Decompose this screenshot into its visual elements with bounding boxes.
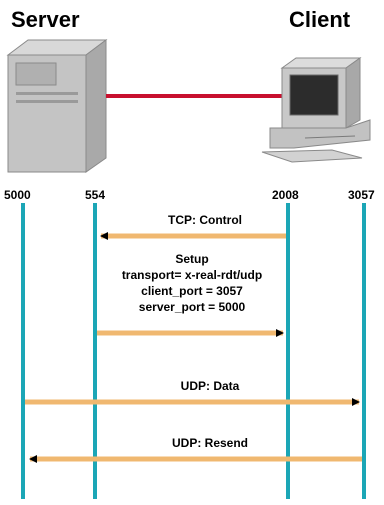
server-title: Server [11, 7, 80, 32]
setup-transport: transport= x-real-rdt/udp [121, 268, 263, 282]
lifeline-3057 [362, 203, 366, 499]
lifeline-2008 [286, 203, 290, 499]
server-tower-icon [6, 39, 108, 173]
tcp-control-label: TCP: Control [168, 213, 242, 227]
setup-title: Setup [175, 252, 209, 266]
port-label-2008: 2008 [272, 188, 299, 202]
port-label-554: 554 [85, 188, 106, 202]
port-label-3057: 3057 [348, 188, 375, 202]
udp-resend-label: UDP: Resend [171, 436, 248, 450]
port-label-5000: 5000 [4, 188, 31, 202]
setup-label-block: Setup transport= x-real-rdt/udp client_p… [98, 251, 286, 315]
client-computer-icon [261, 57, 371, 163]
lifeline-554 [93, 203, 97, 499]
setup-server-port: server_port = 5000 [138, 300, 246, 314]
client-title: Client [289, 7, 351, 32]
udp-data-label: UDP: Data [180, 379, 240, 393]
setup-client-port: client_port = 3057 [141, 284, 243, 298]
lifeline-5000 [21, 203, 25, 499]
